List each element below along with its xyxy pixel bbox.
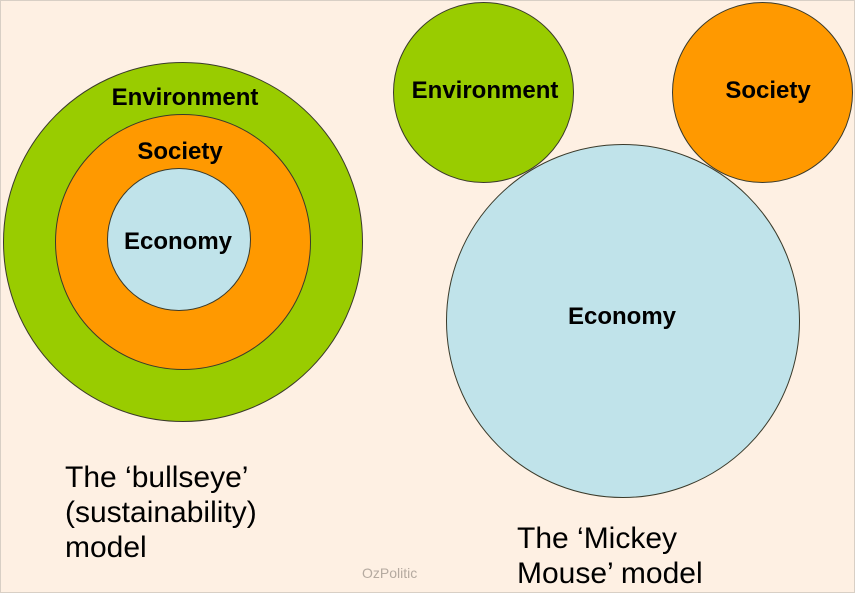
mickey-caption: The ‘Mickey Mouse’ model [517,521,703,591]
bullseye-environment-label: Environment [111,84,259,111]
bullseye-society-label: Society [137,138,223,165]
watermark: OzPolitic [362,565,418,581]
mickey-environment-circle [393,2,574,183]
bullseye-caption: The ‘bullseye’ (sustainability) model [65,460,257,565]
bullseye-economy-core [107,168,251,311]
mickey-society-label: Society [725,77,811,104]
bullseye-caption-line1: The ‘bullseye’ [65,461,249,494]
bullseye-caption-line3: model [65,531,147,564]
mickey-society-circle [672,2,853,183]
bullseye-economy-label: Economy [123,228,233,255]
mickey-caption-line1: The ‘Mickey [517,522,678,555]
mickey-economy-circle [446,144,800,498]
mickey-environment-label: Environment [411,77,559,104]
mickey-caption-line2: Mouse’ model [517,557,703,590]
mickey-economy-label: Economy [567,303,677,330]
bullseye-caption-line2: (sustainability) [65,496,257,529]
